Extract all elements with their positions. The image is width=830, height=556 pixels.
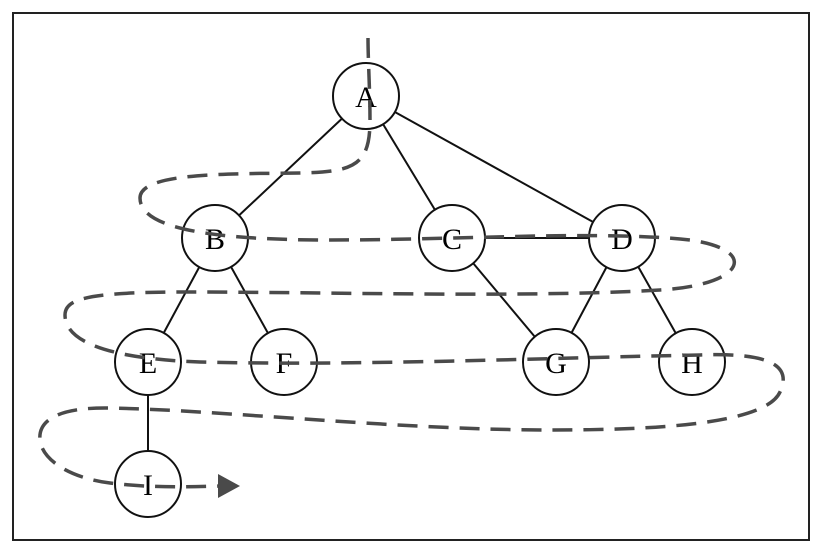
node-label: D (611, 223, 633, 256)
node-c: C (418, 204, 486, 272)
edge-b-f (230, 266, 269, 334)
edge-d-h (637, 266, 677, 334)
edge-c-g (472, 262, 536, 338)
node-label: G (545, 347, 567, 380)
node-circle (114, 328, 182, 396)
edge-a-c (382, 123, 436, 211)
node-g: G (522, 328, 590, 396)
node-circle (522, 328, 590, 396)
node-label: E (139, 347, 157, 380)
node-circle (114, 450, 182, 518)
node-label: A (355, 81, 377, 114)
node-h: H (658, 328, 726, 396)
node-label: H (681, 347, 703, 380)
traversal-path-group (38, 37, 785, 498)
node-label: B (205, 223, 225, 256)
edge-a-b (238, 117, 343, 217)
edge-a-d (394, 111, 594, 223)
node-circle (332, 62, 400, 130)
edge-d-g (570, 266, 608, 334)
node-a: A (332, 62, 400, 130)
node-i: I (114, 450, 182, 518)
node-b: B (181, 204, 249, 272)
level-order-traversal-path (38, 37, 785, 489)
node-circle (658, 328, 726, 396)
traversal-arrowhead-icon (218, 474, 240, 498)
edges-group (147, 111, 677, 451)
edge-b-e (162, 266, 201, 334)
node-label: C (442, 223, 462, 256)
node-label: I (143, 469, 153, 502)
node-e: E (114, 328, 182, 396)
